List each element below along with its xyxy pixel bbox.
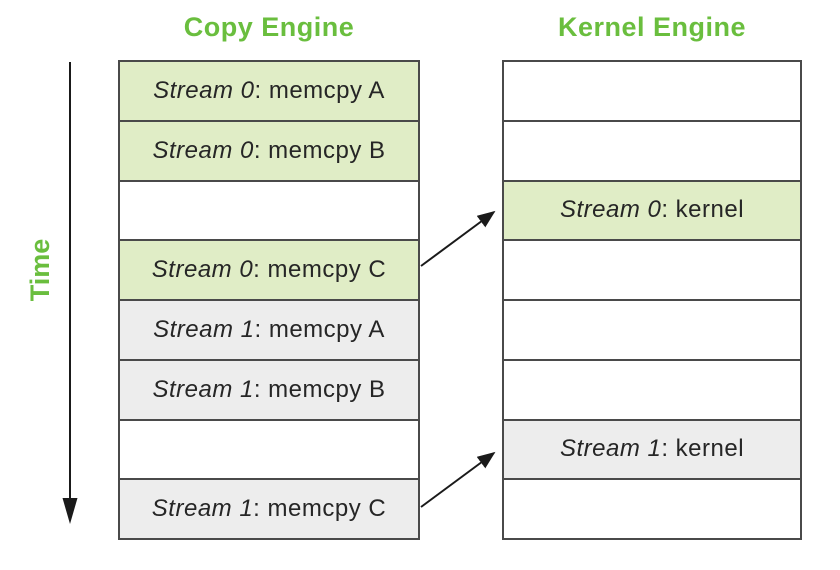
stream-label: Stream 1 [153,315,255,343]
task-label: : memcpy C [253,256,387,284]
engine-row [504,241,800,301]
stream-label: Stream 0 [559,196,662,224]
stream-label: Stream 1 [559,435,662,463]
engine-row [504,121,800,182]
engine-row: Stream 0: memcpy A [120,62,418,122]
engine-row: Stream 1: kernel [504,420,800,481]
task-label: : memcpy A [254,76,385,104]
stream-label: Stream 0 [152,136,254,164]
time-axis-label: Time [25,238,55,302]
engine-row: Stream 1: memcpy A [120,301,418,361]
engine-row: Stream 0: memcpy C [120,241,418,301]
engine-row [504,480,800,538]
engine-row: Stream 0: kernel [504,181,800,242]
task-label: : kernel [661,196,745,224]
task-label: : memcpy A [254,315,385,343]
task-label: : memcpy C [253,495,387,523]
copy-engine-title: Copy Engine [183,12,355,42]
engine-row [120,181,418,242]
engine-row: Stream 0: memcpy B [120,121,418,182]
stream-label: Stream 0 [153,76,255,104]
stream-label: Stream 1 [151,495,254,523]
engine-row [120,420,418,481]
dependency-arrow-stream0 [420,210,496,267]
stream-label: Stream 0 [151,256,254,284]
engine-row: Stream 1: memcpy C [120,480,418,538]
engine-row [504,301,800,361]
dependency-arrow-stream1 [420,451,496,508]
engine-row: Stream 1: memcpy B [120,360,418,421]
task-label: : memcpy B [253,375,386,403]
kernel-engine-title: Kernel Engine [557,12,747,42]
task-label: : kernel [661,435,745,463]
time-axis-arrow [62,62,78,524]
engine-row [504,360,800,421]
engine-row [504,62,800,122]
task-label: : memcpy B [253,136,386,164]
stream-label: Stream 1 [152,375,254,403]
